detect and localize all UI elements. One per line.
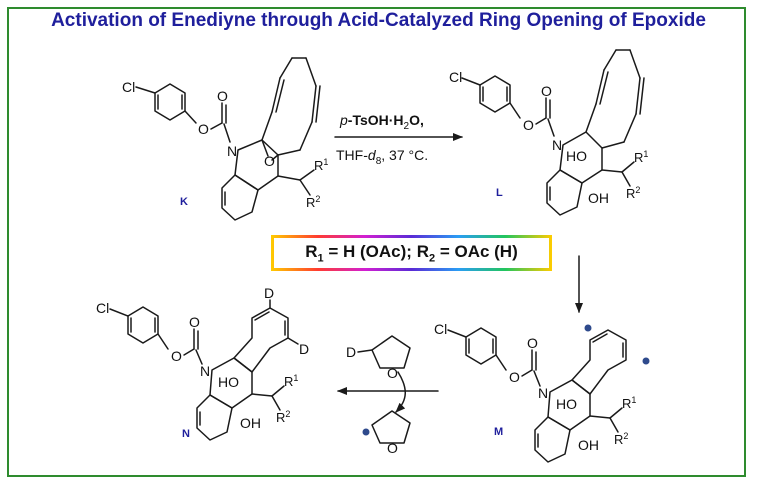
green-frame [7,7,746,477]
m-r2: R2 [614,431,628,447]
compound-m: Cl O O N HO OH R1 R2 M [434,321,650,463]
label-l: L [496,187,503,199]
n-r2: R2 [276,409,290,425]
thf-hydrogen-donor: D O O [346,335,411,456]
m-radical-dot-2 [642,357,650,365]
reagent-label: p-TsOH·H2O, [339,112,424,132]
m-ester-oxygen: O [509,369,520,385]
thf-d-ring [371,335,411,369]
compound-l: Cl O O N HO OH R1 R2 L [449,49,648,216]
thf-curved-arrow [395,371,406,413]
l-chlorine: Cl [449,69,462,85]
n-benzo-ring [196,394,233,441]
thf-radical-ring [371,410,411,444]
n-deuterium-top: D [264,285,274,301]
m-chlorophenyl-ring [465,327,497,365]
label-n: N [182,428,190,440]
compound-k: Cl O O N O R1 R2 K [122,57,328,221]
n-aryl-ring [233,307,289,373]
legend-text: R1 = H (OAc); R2 = OAc (H) [305,241,518,265]
m-carbonyl-oxygen: O [527,335,538,351]
thf-oxygen-top: O [387,365,398,381]
m-hydroxyl-top: HO [556,396,577,412]
n-hydroxyl-top: HO [218,374,239,390]
n-hydroxyl-bottom: OH [240,415,261,431]
k-nitrogen: N [227,143,237,159]
k-benzo-ring [221,174,259,221]
l-ester-oxygen: O [523,117,534,133]
l-hydroxyl-bottom: OH [588,190,609,206]
k-c-cl-bond [135,86,156,94]
n-ester-oxygen: O [171,348,182,364]
k-chlorine: Cl [122,79,135,95]
l-r1: R1 [634,149,648,165]
m-nitrogen: N [538,385,548,401]
solvent-label: THF-d8, 37 °C. [336,147,428,167]
m-hydroxyl-bottom: OH [578,437,599,453]
m-chlorine: Cl [434,321,447,337]
l-nitrogen: N [552,137,562,153]
thf-oxygen-bottom: O [387,440,398,456]
n-carbonyl-oxygen: O [189,314,200,330]
label-m: M [494,426,503,438]
m-radical-dot-1 [584,324,592,332]
k-epoxide-oxygen: O [264,153,275,169]
k-chlorophenyl-ring [154,83,186,121]
l-chlorophenyl-ring [479,75,511,113]
compound-n: D D Cl O O N HO OH R1 R2 N [96,285,309,441]
n-r1: R1 [284,373,298,389]
thf-deuterium: D [346,344,356,360]
l-hydroxyl-top: HO [566,148,587,164]
label-k: K [180,196,188,208]
m-aryl-diradical-ring [571,329,627,395]
n-deuterium-right: D [299,341,309,357]
l-benzo-ring [546,169,583,216]
k-r2: R2 [306,194,320,210]
k-ester-oxygen: O [198,121,209,137]
substituent-legend: R1 = H (OAc); R2 = OAc (H) [271,235,552,271]
k-carbonyl-oxygen: O [217,88,228,104]
l-r2: R2 [626,185,640,201]
m-benzo-ring [534,416,571,463]
thf-radical-dot [362,428,370,436]
scheme-title: Activation of Enediyne through Acid-Cata… [51,10,706,31]
n-chlorophenyl-ring [127,306,159,344]
l-carbonyl-oxygen: O [541,83,552,99]
n-chlorine: Cl [96,300,109,316]
k-r1: R1 [314,157,328,173]
m-r1: R1 [622,395,636,411]
n-nitrogen: N [200,363,210,379]
